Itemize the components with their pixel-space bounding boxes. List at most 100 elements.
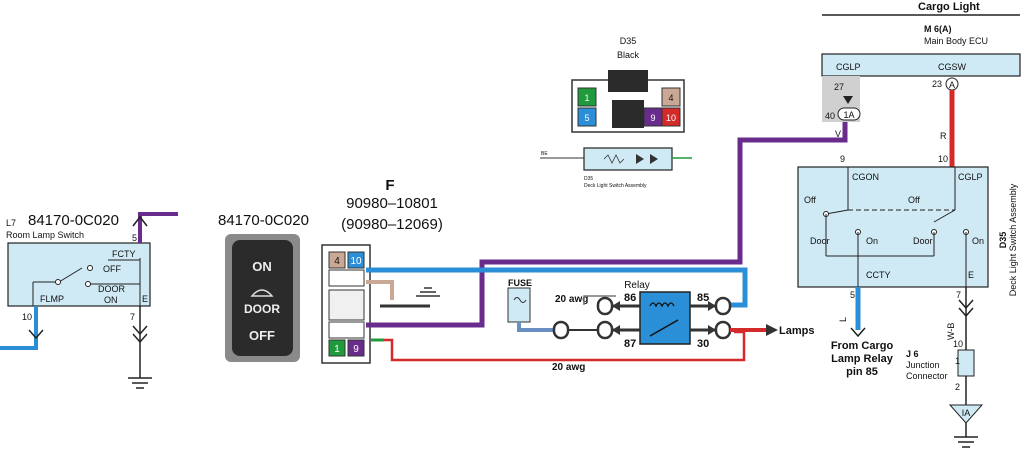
from-line-3: pin 85 <box>846 366 878 378</box>
pin-7-right: 7 <box>956 290 961 300</box>
ecu-pin-cgsw: CGSW <box>938 62 967 72</box>
id-1a <box>837 107 861 121</box>
tan-wire <box>366 280 394 300</box>
sw-e: E <box>968 270 974 280</box>
pin-7-label: 7 <box>130 312 135 322</box>
wire-wb-label: W-B <box>946 323 956 340</box>
from-line-1: From Cargo <box>831 340 894 352</box>
switch-contact <box>55 279 61 285</box>
terminal <box>596 320 614 340</box>
pin-cell-9 <box>347 339 365 357</box>
inset-caption-ref: D35 <box>584 176 593 182</box>
gauge-bottom: 20 awg <box>552 362 585 373</box>
relay-contact <box>649 319 679 337</box>
pos-door: DOOR <box>98 284 126 294</box>
connector-arrow <box>28 329 44 340</box>
d35-pin-4 <box>661 87 681 107</box>
switch-contact <box>87 265 93 271</box>
ecu-name: Main Body ECU <box>924 36 988 46</box>
photo-label-on: ON <box>252 259 272 274</box>
arrow <box>612 325 620 335</box>
pin-5-label: 5 <box>132 233 137 243</box>
sw-door-1: Door <box>810 236 830 246</box>
pin-2-right: 2 <box>955 382 960 392</box>
relay-box <box>639 291 691 345</box>
wire-r-label: R <box>940 131 947 141</box>
relay-pin-87: 87 <box>624 338 636 350</box>
connector-arrow <box>132 215 148 227</box>
arrow <box>708 301 716 311</box>
pin-9-label: 9 <box>353 344 359 355</box>
fuse-wire <box>517 322 556 332</box>
terminal <box>714 296 732 316</box>
pin-cell <box>328 321 365 339</box>
sw-cglp: CGLP <box>958 172 983 182</box>
sw-off-1: Off <box>804 195 816 205</box>
terminal <box>596 296 614 316</box>
pin-marker <box>843 96 853 104</box>
connector-f: F 90980–10801 (90980–12069) 4 10 1 9 <box>321 177 443 364</box>
sw-ccty: CCTY <box>866 270 891 280</box>
room-lamp-switch: 84170-0C020 L7 Room Lamp Switch FCTY OFF… <box>0 212 178 389</box>
pin-flmp: FLMP <box>40 294 64 304</box>
relay-label: Relay <box>624 280 650 291</box>
photo-part-number: 84170-0C020 <box>218 212 309 229</box>
d35-pin-1-label: 1 <box>584 93 589 103</box>
num-10: 10 <box>938 154 948 164</box>
pin-10-label: 10 <box>22 312 32 322</box>
pos-off: OFF <box>103 264 121 274</box>
sw-cgon: CGON <box>852 172 879 182</box>
side-ref: D35 <box>998 232 1008 249</box>
d35-color: Black <box>617 50 640 60</box>
sw-door-2: Door <box>913 236 933 246</box>
ground-id: IA <box>962 408 971 418</box>
pin-cell <box>328 269 365 287</box>
room-lamp-box <box>7 242 151 307</box>
d35-ref: D35 <box>620 36 637 46</box>
connector-arrow <box>132 325 148 336</box>
pin-cell-10 <box>347 251 365 269</box>
inset-resistor <box>603 154 625 164</box>
inset-caption: Deck Light Switch Assembly <box>584 183 647 189</box>
pin-10-label: 10 <box>350 256 362 267</box>
junction-ref: J 6 <box>906 349 919 359</box>
connector-letter: F <box>385 177 394 194</box>
connector-arrow <box>850 327 866 338</box>
relay-section: FUSE 20 awg 20 awg Relay 86 85 87 30 Lam… <box>507 278 814 373</box>
connector-part-2: (90980–12069) <box>341 216 443 233</box>
fuse-box <box>507 287 531 323</box>
pin-cell-4 <box>328 251 346 269</box>
blue-wire-top <box>366 267 748 308</box>
connector-arrow <box>958 307 974 318</box>
inset-led <box>636 154 644 164</box>
ecu-pin-40: 40 <box>825 111 835 121</box>
lamps-label: Lamps <box>779 325 814 337</box>
d35-latch <box>608 70 648 92</box>
d35-pin-5 <box>577 107 597 127</box>
relay-pin-30: 30 <box>697 338 709 350</box>
relay-coil-icon <box>649 302 675 308</box>
junction-connector <box>957 349 975 377</box>
pin-cell-1 <box>328 339 346 357</box>
connector-part-1: 90980–10801 <box>346 195 438 212</box>
sw-blade <box>933 209 956 223</box>
room-lamp-name: Room Lamp Switch <box>6 230 84 240</box>
inset-wire-label: BE <box>541 151 548 157</box>
connector-latch <box>328 289 365 321</box>
pin-5-right: 5 <box>850 290 855 300</box>
d35-key <box>612 100 644 128</box>
pin-1-label: 1 <box>334 344 340 355</box>
d35-pin-5-label: 5 <box>584 113 589 123</box>
pin-e: E <box>142 294 148 304</box>
sw-blade <box>825 209 849 215</box>
connector-arrow <box>132 333 148 344</box>
inset-box <box>583 147 673 171</box>
pos-fcty: FCTY <box>112 249 136 259</box>
d35-pin-1 <box>577 87 597 107</box>
cargo-light: Cargo Light M 6(A) Main Body ECU CGLP CG… <box>797 1 1021 448</box>
cargo-title: Cargo Light <box>918 1 980 13</box>
d35-pin-10 <box>661 107 681 127</box>
room-lamp-ref: L7 <box>6 218 16 228</box>
photo-label-door: DOOR <box>244 302 280 316</box>
